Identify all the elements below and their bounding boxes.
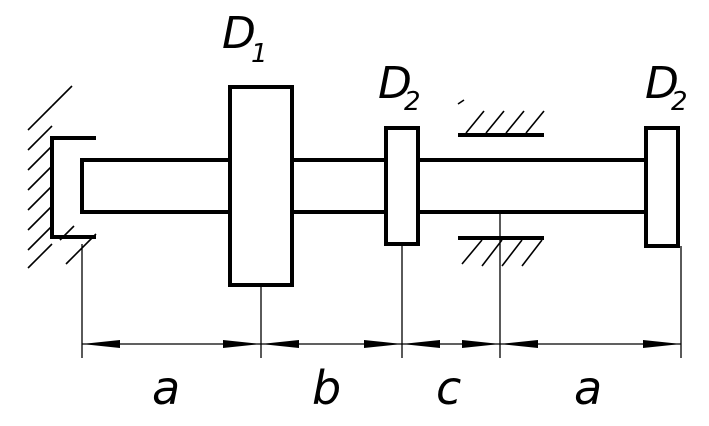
disk-d1-subscript: 1 bbox=[251, 39, 268, 69]
left-fixed-support bbox=[27, 85, 97, 269]
dimension-arrowhead bbox=[364, 340, 402, 348]
bearing-upper-hatching bbox=[457, 99, 545, 134]
left-support-hatching bbox=[27, 85, 97, 269]
disk-d1-label: D bbox=[222, 8, 256, 59]
dimension-line bbox=[82, 340, 681, 348]
disk-d2-end-label: D bbox=[645, 58, 679, 109]
dimension-label-a-left: a bbox=[152, 361, 180, 415]
disk-d2-middle-subscript: 2 bbox=[404, 87, 421, 117]
dimension-arrowhead bbox=[223, 340, 261, 348]
dimension-label-c: c bbox=[436, 361, 461, 415]
disk-d2-middle bbox=[384, 126, 420, 246]
dimension-label-a-right: a bbox=[574, 361, 602, 415]
dimension-arrowhead bbox=[462, 340, 500, 348]
dimension-label-b: b bbox=[312, 361, 341, 415]
dimension-arrowhead bbox=[82, 340, 120, 348]
dimension-arrowhead bbox=[402, 340, 440, 348]
bearing-lower-hatching bbox=[461, 239, 543, 267]
extension-lines bbox=[81, 214, 682, 358]
shaft bbox=[80, 158, 646, 214]
left-clamp-bracket bbox=[50, 136, 96, 239]
middle-bearing-support bbox=[457, 99, 545, 267]
dimension-arrowhead bbox=[643, 340, 681, 348]
disk-d2-middle-label: D bbox=[378, 58, 412, 109]
dimension-arrowhead bbox=[261, 340, 299, 348]
disk-d2-end-subscript: 2 bbox=[671, 87, 688, 117]
disk-d2-end bbox=[644, 126, 680, 248]
dimension-arrowheads bbox=[82, 340, 681, 348]
disk-d1 bbox=[228, 85, 294, 287]
shaft-left-end bbox=[80, 158, 230, 214]
dimension-arrowhead bbox=[500, 340, 538, 348]
